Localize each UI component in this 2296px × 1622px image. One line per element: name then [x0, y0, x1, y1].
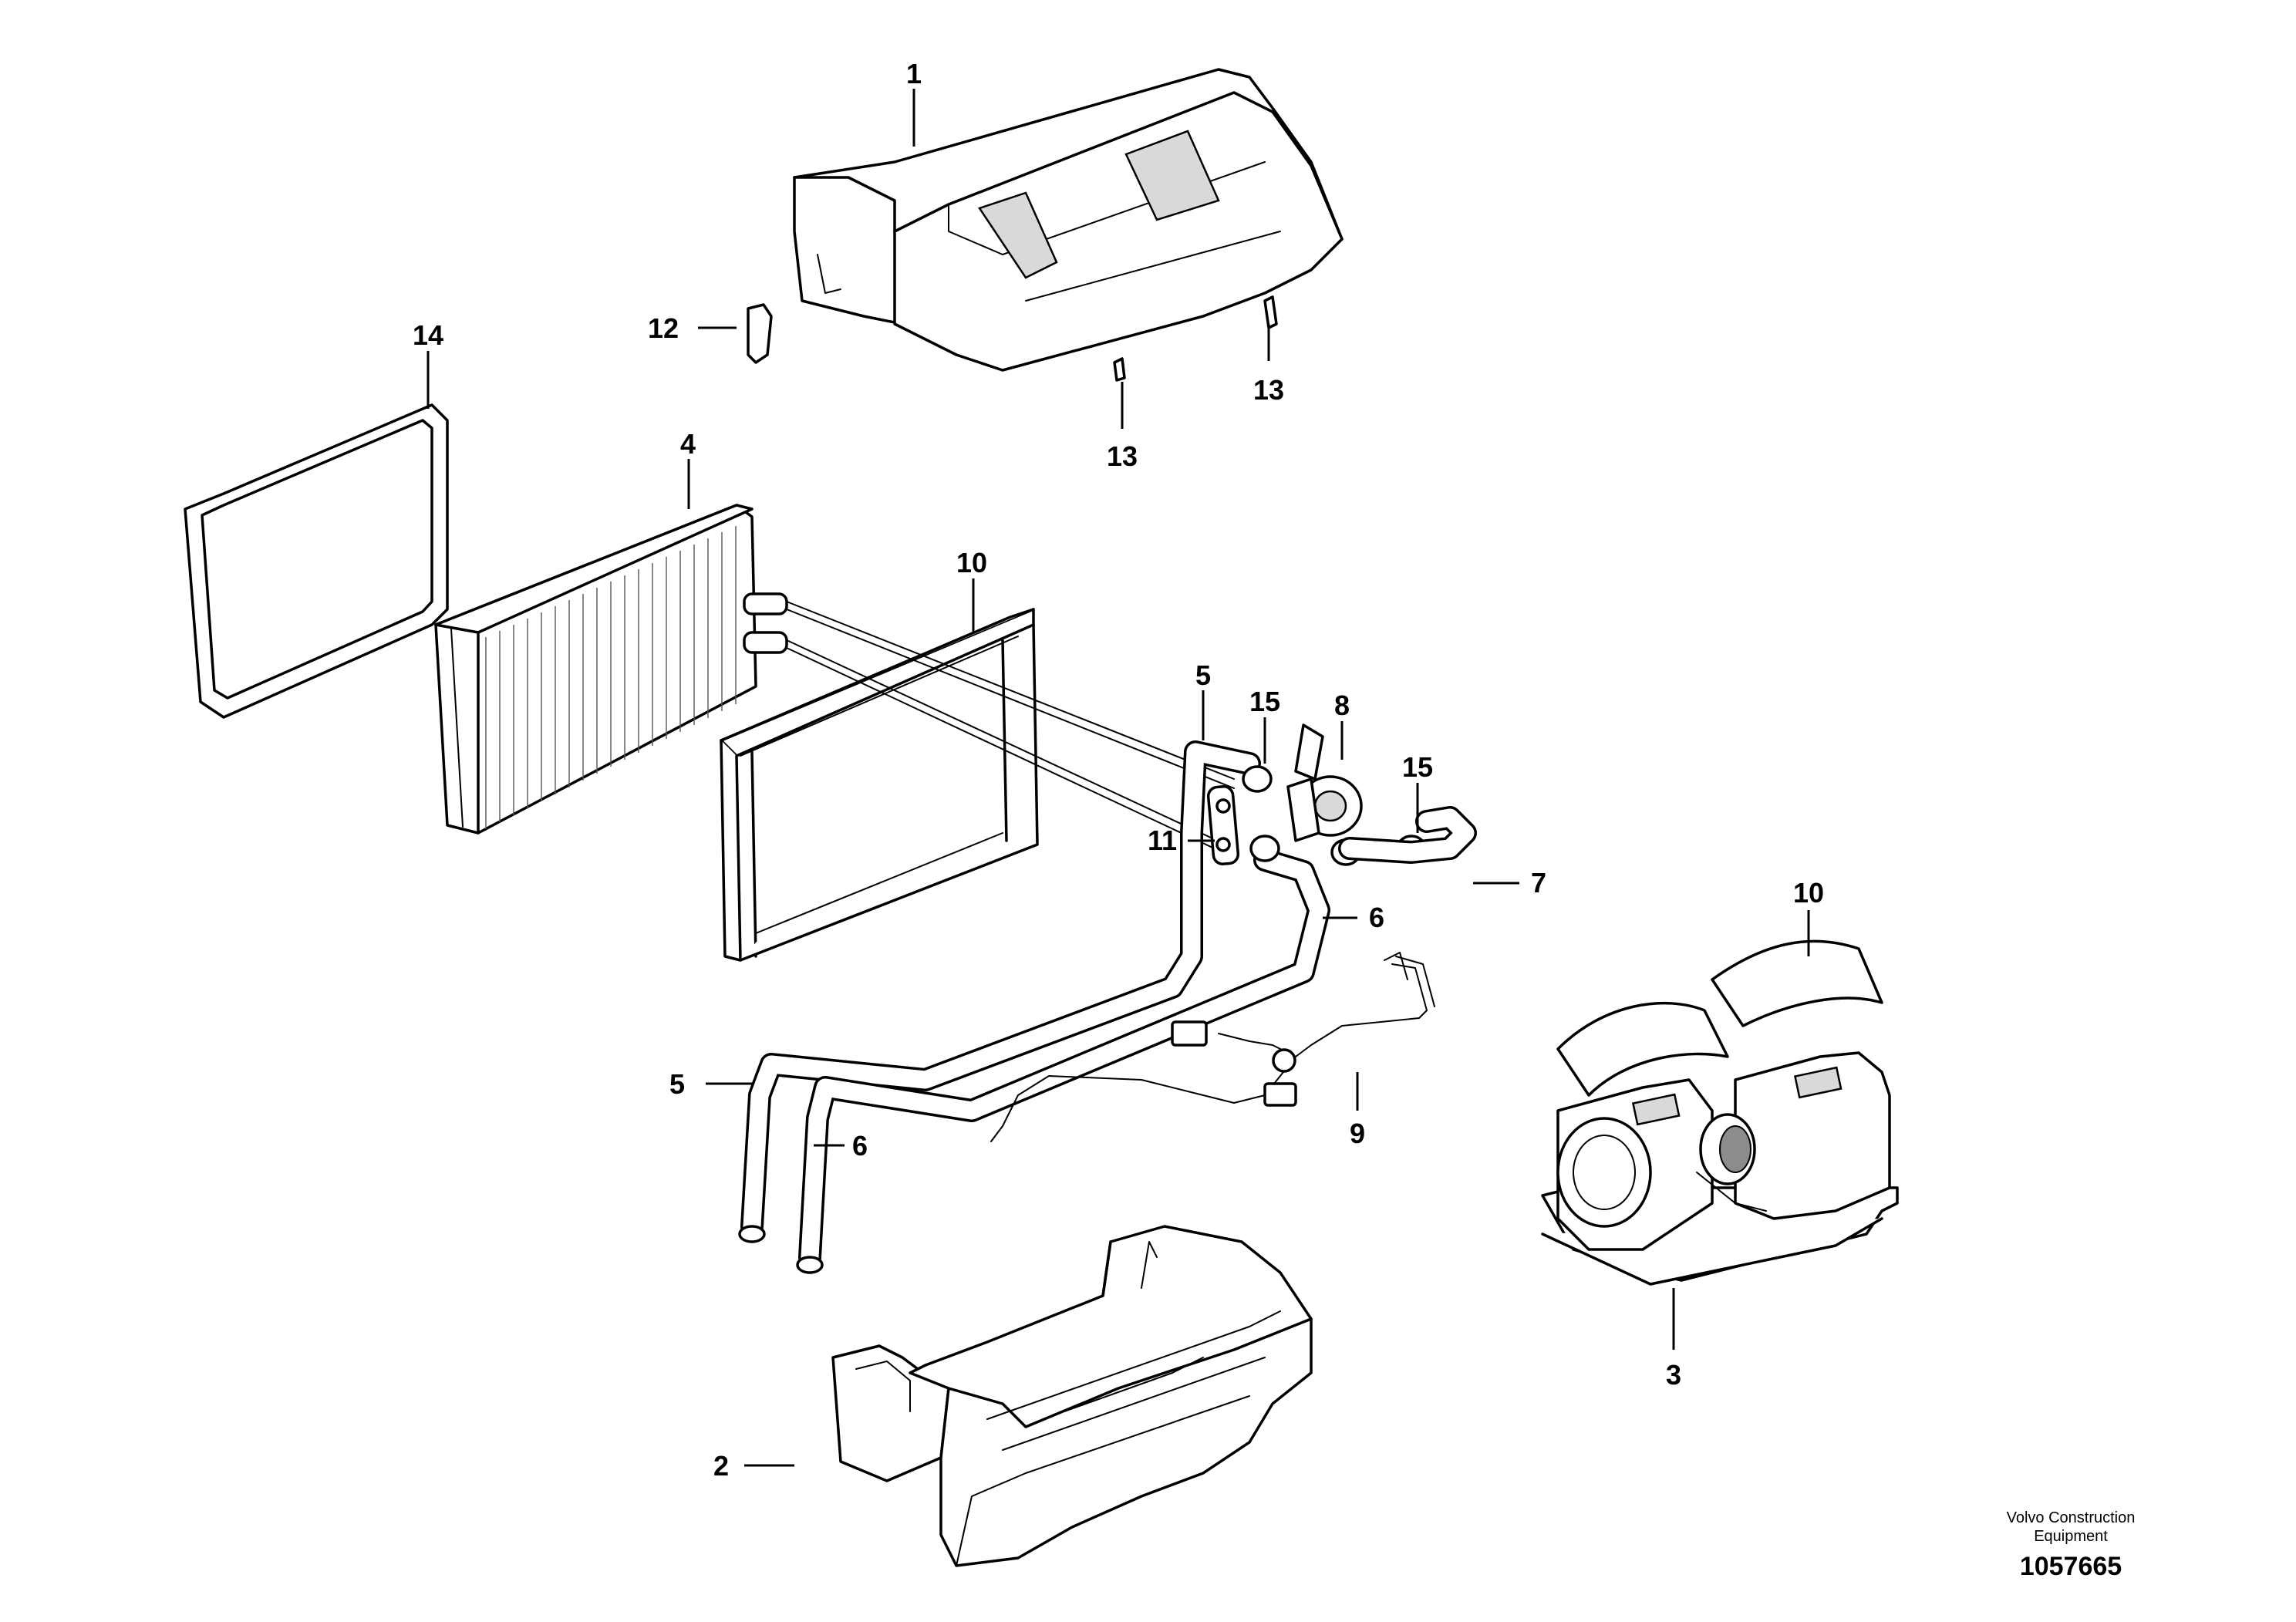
callout-15a: 15: [1249, 686, 1280, 717]
callout-5b: 5: [669, 1068, 685, 1100]
heater-core-fins: [485, 526, 737, 829]
upper-cover[interactable]: [793, 68, 1344, 372]
callout-3: 3: [1666, 1359, 1681, 1391]
hose-6[interactable]: [796, 848, 1330, 1274]
callout-11: 11: [1148, 824, 1177, 856]
wiring-harness[interactable]: [990, 952, 1435, 1142]
water-valve[interactable]: [1286, 723, 1363, 842]
callout-6b: 6: [852, 1130, 868, 1162]
callout-13a: 13: [1253, 374, 1284, 406]
callout-14: 14: [413, 319, 443, 351]
hose-5[interactable]: [738, 740, 1261, 1243]
callout-10b: 10: [1793, 877, 1824, 909]
callout-2: 2: [713, 1450, 729, 1482]
callout-5a: 5: [1195, 659, 1211, 691]
callout-13b: 13: [1107, 440, 1138, 472]
callout-12: 12: [648, 312, 679, 344]
callout-4: 4: [680, 428, 696, 460]
leader-lines: [426, 89, 1810, 1467]
callout-labels: 1 12 14 4 10 5 15 8 15 11 7 6 13 13 9 10…: [413, 58, 1824, 1482]
lower-housing[interactable]: [831, 1225, 1313, 1567]
hose-bracket[interactable]: [1206, 785, 1240, 865]
drawing-number: 1057665: [2020, 1552, 2122, 1581]
callout-10a: 10: [956, 547, 987, 578]
callout-6a: 6: [1369, 902, 1384, 933]
gasket-frame[interactable]: [184, 403, 449, 719]
callout-15b: 15: [1402, 751, 1433, 783]
callout-1: 1: [906, 58, 922, 89]
mounting-frame[interactable]: [720, 608, 1039, 962]
hose-7[interactable]: [1338, 806, 1477, 864]
brand-line-1: Volvo Construction: [2007, 1509, 2136, 1526]
callout-7: 7: [1531, 867, 1546, 899]
heater-core[interactable]: [434, 504, 788, 835]
callout-9: 9: [1350, 1118, 1365, 1149]
blower-unit[interactable]: [1541, 1051, 1899, 1286]
callout-8: 8: [1334, 690, 1350, 721]
footer: Volvo Construction Equipment 1057665: [2007, 1509, 2136, 1581]
filter-covers[interactable]: [1556, 939, 1883, 1097]
brand-line-2: Equipment: [2034, 1528, 2108, 1545]
cover-clip-12[interactable]: [747, 303, 773, 364]
cover-clip-13[interactable]: [1113, 295, 1278, 382]
core-tubes: [786, 601, 1235, 858]
